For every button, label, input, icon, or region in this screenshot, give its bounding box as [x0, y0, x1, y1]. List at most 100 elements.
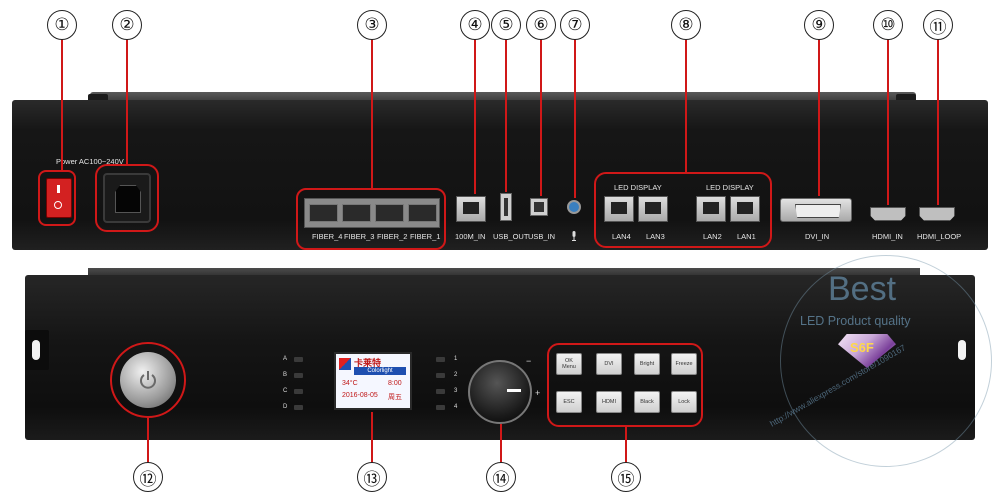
hdmi-loop-port[interactable] [919, 207, 955, 221]
ac-power-inlet[interactable] [103, 173, 151, 223]
knob-indicator [507, 389, 521, 392]
led-display-label-b: LED DISPLAY [706, 183, 754, 192]
indicator-led-a [294, 357, 303, 362]
led-label-3: 3 [454, 388, 458, 394]
callout-4: ④ [460, 10, 490, 40]
brand-logo-icon [339, 358, 351, 370]
audio-jack[interactable] [567, 200, 581, 214]
indicator-led-2 [436, 373, 445, 378]
fiber-port-2[interactable] [375, 204, 404, 222]
callout-5: ⑤ [491, 10, 521, 40]
led-label-1: 1 [454, 356, 458, 362]
rack-ear-hole-left [32, 340, 40, 360]
leader-2 [126, 38, 128, 166]
indicator-led-4 [436, 405, 445, 410]
lan3-label: LAN3 [646, 232, 665, 241]
knob-plus-label: + [535, 388, 541, 398]
callout-2: ② [112, 10, 142, 40]
usb-out-slot [504, 198, 508, 216]
rotary-knob[interactable] [468, 360, 532, 424]
indicator-led-d [294, 405, 303, 410]
lan1-port[interactable] [730, 196, 760, 222]
highlight-power-button [110, 342, 186, 418]
ac-inlet-socket [115, 185, 141, 213]
fiber3-label: FIBER_3 [344, 232, 375, 241]
key-lock[interactable]: Lock [671, 391, 697, 413]
leader-9 [818, 38, 820, 196]
fiber-port-1[interactable] [408, 204, 437, 222]
indicator-led-b [294, 373, 303, 378]
key-esc[interactable]: ESC [556, 391, 582, 413]
lan2-port[interactable] [696, 196, 726, 222]
led-label-d: D [283, 404, 288, 410]
lan4-port[interactable] [604, 196, 634, 222]
hdmi-in-port[interactable] [870, 207, 906, 221]
hdmi-loop-label: HDMI_LOOP [917, 232, 962, 241]
highlight-power-switch [38, 170, 76, 226]
power-switch-on-mark [57, 185, 60, 193]
highlight-keypad [547, 343, 703, 427]
leader-13 [371, 412, 373, 464]
leader-1 [61, 38, 63, 172]
led-label-2: 2 [454, 372, 458, 378]
led-label-4: 4 [454, 404, 458, 410]
callout-7: ⑦ [560, 10, 590, 40]
fiber1-label: FIBER_1 [410, 232, 441, 241]
led-display-label-a: LED DISPLAY [614, 183, 662, 192]
usb-out-port[interactable] [500, 193, 512, 221]
callout-10: ⑩ [873, 10, 903, 40]
fiber-port-block [304, 198, 440, 228]
led-label-a: A [283, 356, 288, 362]
lcd-brand-en: Colorlight [354, 367, 406, 375]
leader-6 [540, 38, 542, 196]
hdmi-in-label: HDMI_IN [872, 232, 903, 241]
dvi-in-socket [795, 204, 841, 218]
leader-10 [887, 38, 889, 205]
power-switch-off-mark [54, 201, 62, 209]
callout-1: ① [47, 10, 77, 40]
led-label-c: C [283, 388, 288, 394]
callout-3: ③ [357, 10, 387, 40]
callout-8: ⑧ [671, 10, 701, 40]
indicator-led-c [294, 389, 303, 394]
usb-in-slot [534, 202, 544, 212]
lcd-weekday: 周五 [388, 393, 402, 401]
fiber-port-4[interactable] [309, 204, 338, 222]
key-black[interactable]: Black [634, 391, 660, 413]
leader-11 [937, 38, 939, 205]
led-label-b: B [283, 372, 288, 378]
lcd-time: 8:00 [388, 380, 402, 387]
leader-5 [505, 38, 507, 192]
power-switch[interactable] [46, 178, 72, 218]
callout-13: ⑬ [357, 462, 387, 492]
key-dvi[interactable]: DVI [596, 353, 622, 375]
callout-9: ⑨ [804, 10, 834, 40]
indicator-led-1 [436, 357, 445, 362]
highlight-lan-ports [594, 172, 772, 248]
callout-6: ⑥ [526, 10, 556, 40]
key-freeze[interactable]: Freeze [671, 353, 697, 375]
callout-11: ⑪ [923, 10, 953, 40]
lan2-label: LAN2 [703, 232, 722, 241]
key-hdmi[interactable]: HDMI [596, 391, 622, 413]
callout-14: ⑭ [486, 462, 516, 492]
fiber-port-3[interactable] [342, 204, 371, 222]
watermark-badge: S6F [850, 340, 874, 355]
knob-minus-label: − [526, 356, 532, 366]
lan3-port[interactable] [638, 196, 668, 222]
dvi-in-port[interactable] [780, 198, 852, 222]
leader-3 [371, 38, 373, 190]
leader-12 [147, 418, 149, 464]
ethernet-100m-port[interactable] [456, 196, 486, 222]
rear-panel [12, 100, 988, 250]
lcd-brand-cn: 卡莱特 [354, 359, 382, 369]
watermark-best: Best [828, 270, 897, 308]
fiber4-label: FIBER_4 [312, 232, 343, 241]
key-bright[interactable]: Bright [634, 353, 660, 375]
usb-in-label: USB_IN [528, 232, 556, 241]
leader-4 [474, 38, 476, 194]
leader-8 [685, 38, 687, 174]
lan1-label: LAN1 [737, 232, 756, 241]
usb-in-port[interactable] [530, 198, 548, 216]
